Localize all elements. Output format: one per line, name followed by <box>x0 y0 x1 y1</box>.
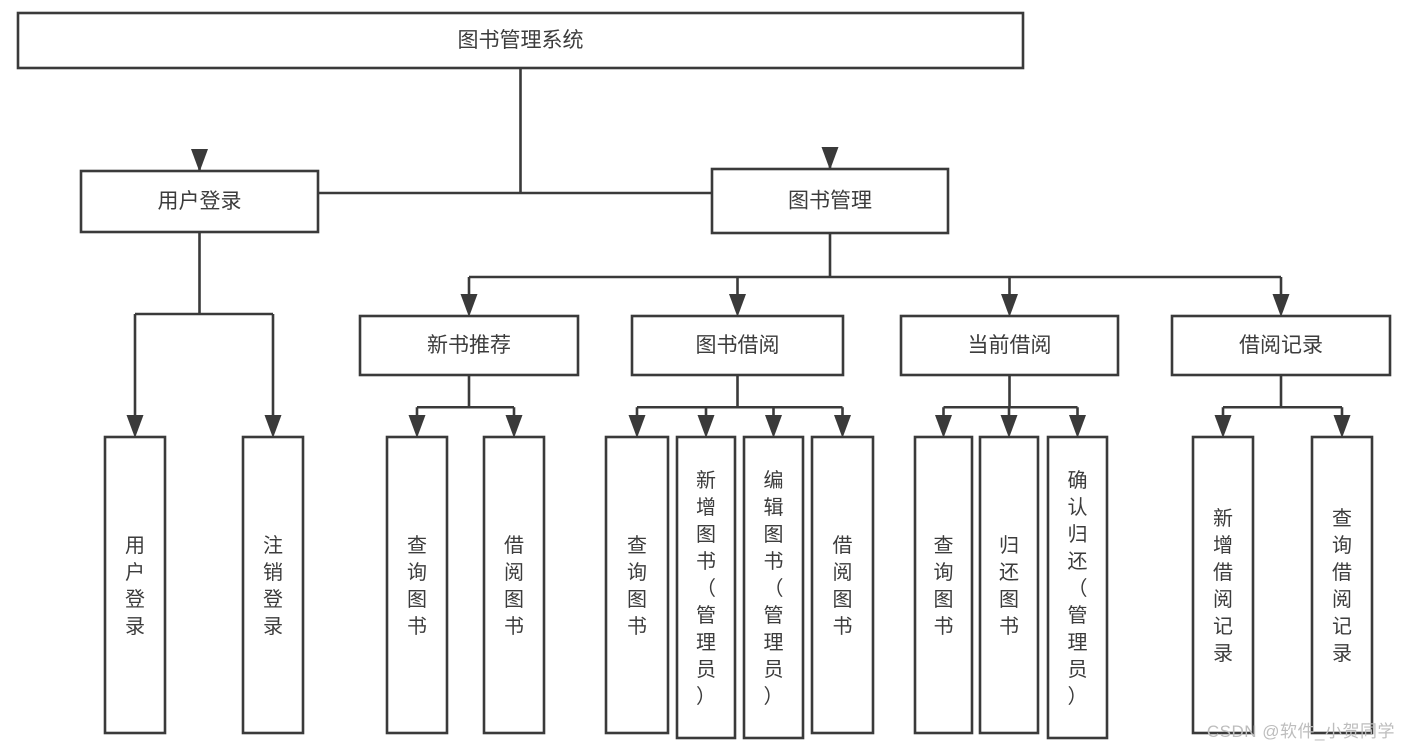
connector-group-newbook <box>408 375 523 438</box>
node-label-record: 借阅记录 <box>1239 334 1323 357</box>
node-label-root: 图书管理系统 <box>458 29 584 52</box>
node-label-l-queryrec: 查询借阅记录 <box>1332 507 1352 665</box>
edge-layer <box>126 68 1351 438</box>
node-label-l-query1: 查询图书 <box>407 534 427 638</box>
node-box-record[interactable] <box>1170 314 1392 377</box>
node-box-l-logout[interactable] <box>241 435 305 735</box>
node-box-l-queryrec[interactable] <box>1310 435 1374 735</box>
node-box-l-addrec[interactable] <box>1191 435 1255 735</box>
node-box-l-login[interactable] <box>103 435 167 735</box>
node-label-newbook: 新书推荐 <box>427 334 511 357</box>
node-box-l-query3[interactable] <box>913 435 974 735</box>
node-label-l-borrow2: 借阅图书 <box>833 534 853 638</box>
node-label-l-add: 新增图书（管理员） <box>696 469 716 708</box>
node-label-l-return: 归还图书 <box>999 534 1019 638</box>
node-box-l-edit[interactable] <box>742 435 805 740</box>
node-l-borrow2[interactable]: 借阅图书 <box>810 435 875 735</box>
node-newbook[interactable]: 新书推荐 <box>358 314 580 377</box>
node-l-confirm[interactable]: 确认归还（管理员） <box>1046 435 1109 740</box>
node-label-borrow: 图书借阅 <box>696 334 780 357</box>
node-l-edit[interactable]: 编辑图书（管理员） <box>742 435 805 740</box>
node-label-l-borrow1: 借阅图书 <box>504 534 524 638</box>
node-box-l-query1[interactable] <box>385 435 449 735</box>
node-box-login[interactable] <box>79 169 320 234</box>
node-root[interactable]: 图书管理系统 <box>16 11 1025 70</box>
node-l-query2[interactable]: 查询图书 <box>604 435 670 735</box>
node-l-add[interactable]: 新增图书（管理员） <box>675 435 737 740</box>
node-bookmgmt[interactable]: 图书管理 <box>710 167 950 235</box>
node-box-newbook[interactable] <box>358 314 580 377</box>
node-record[interactable]: 借阅记录 <box>1170 314 1392 377</box>
node-login[interactable]: 用户登录 <box>79 169 320 234</box>
node-label-current: 当前借阅 <box>968 334 1052 357</box>
node-label-l-login: 用户登录 <box>125 535 145 638</box>
node-l-addrec[interactable]: 新增借阅记录 <box>1191 435 1255 735</box>
node-box-current[interactable] <box>899 314 1120 377</box>
node-label-l-edit: 编辑图书（管理员） <box>764 469 784 708</box>
node-label-l-logout: 注销登录 <box>263 534 283 638</box>
connector-group-login <box>126 232 282 438</box>
node-l-queryrec[interactable]: 查询借阅记录 <box>1310 435 1374 735</box>
node-box-l-borrow2[interactable] <box>810 435 875 735</box>
node-l-query1[interactable]: 查询图书 <box>385 435 449 735</box>
node-l-query3[interactable]: 查询图书 <box>913 435 974 735</box>
node-label-l-addrec: 新增借阅记录 <box>1213 507 1233 665</box>
node-label-l-confirm: 确认归还（管理员） <box>1068 469 1088 708</box>
connector-group-record <box>1214 375 1351 438</box>
node-borrow[interactable]: 图书借阅 <box>630 314 845 377</box>
node-l-login[interactable]: 用户登录 <box>103 435 167 735</box>
node-box-borrow[interactable] <box>630 314 845 377</box>
node-box-l-confirm[interactable] <box>1046 435 1109 740</box>
connector-group-bookmgmt <box>460 233 1290 317</box>
node-label-l-query3: 查询图书 <box>934 534 954 638</box>
node-label-bookmgmt: 图书管理 <box>788 190 872 213</box>
node-box-bookmgmt[interactable] <box>710 167 950 235</box>
node-l-logout[interactable]: 注销登录 <box>241 435 305 735</box>
node-current[interactable]: 当前借阅 <box>899 314 1120 377</box>
node-l-borrow1[interactable]: 借阅图书 <box>482 435 546 735</box>
connector-group-current <box>935 375 1086 438</box>
node-box-l-return[interactable] <box>978 435 1040 735</box>
connector-group-borrow <box>628 375 851 438</box>
node-l-return[interactable]: 归还图书 <box>978 435 1040 735</box>
node-layer: 图书管理系统用户登录图书管理新书推荐图书借阅当前借阅借阅记录用户登录注销登录查询… <box>16 11 1392 740</box>
node-box-root[interactable] <box>16 11 1025 70</box>
node-box-l-borrow1[interactable] <box>482 435 546 735</box>
node-label-l-query2: 查询图书 <box>627 534 647 638</box>
node-box-l-add[interactable] <box>675 435 737 740</box>
node-box-l-query2[interactable] <box>604 435 670 735</box>
node-label-login: 用户登录 <box>158 190 242 213</box>
